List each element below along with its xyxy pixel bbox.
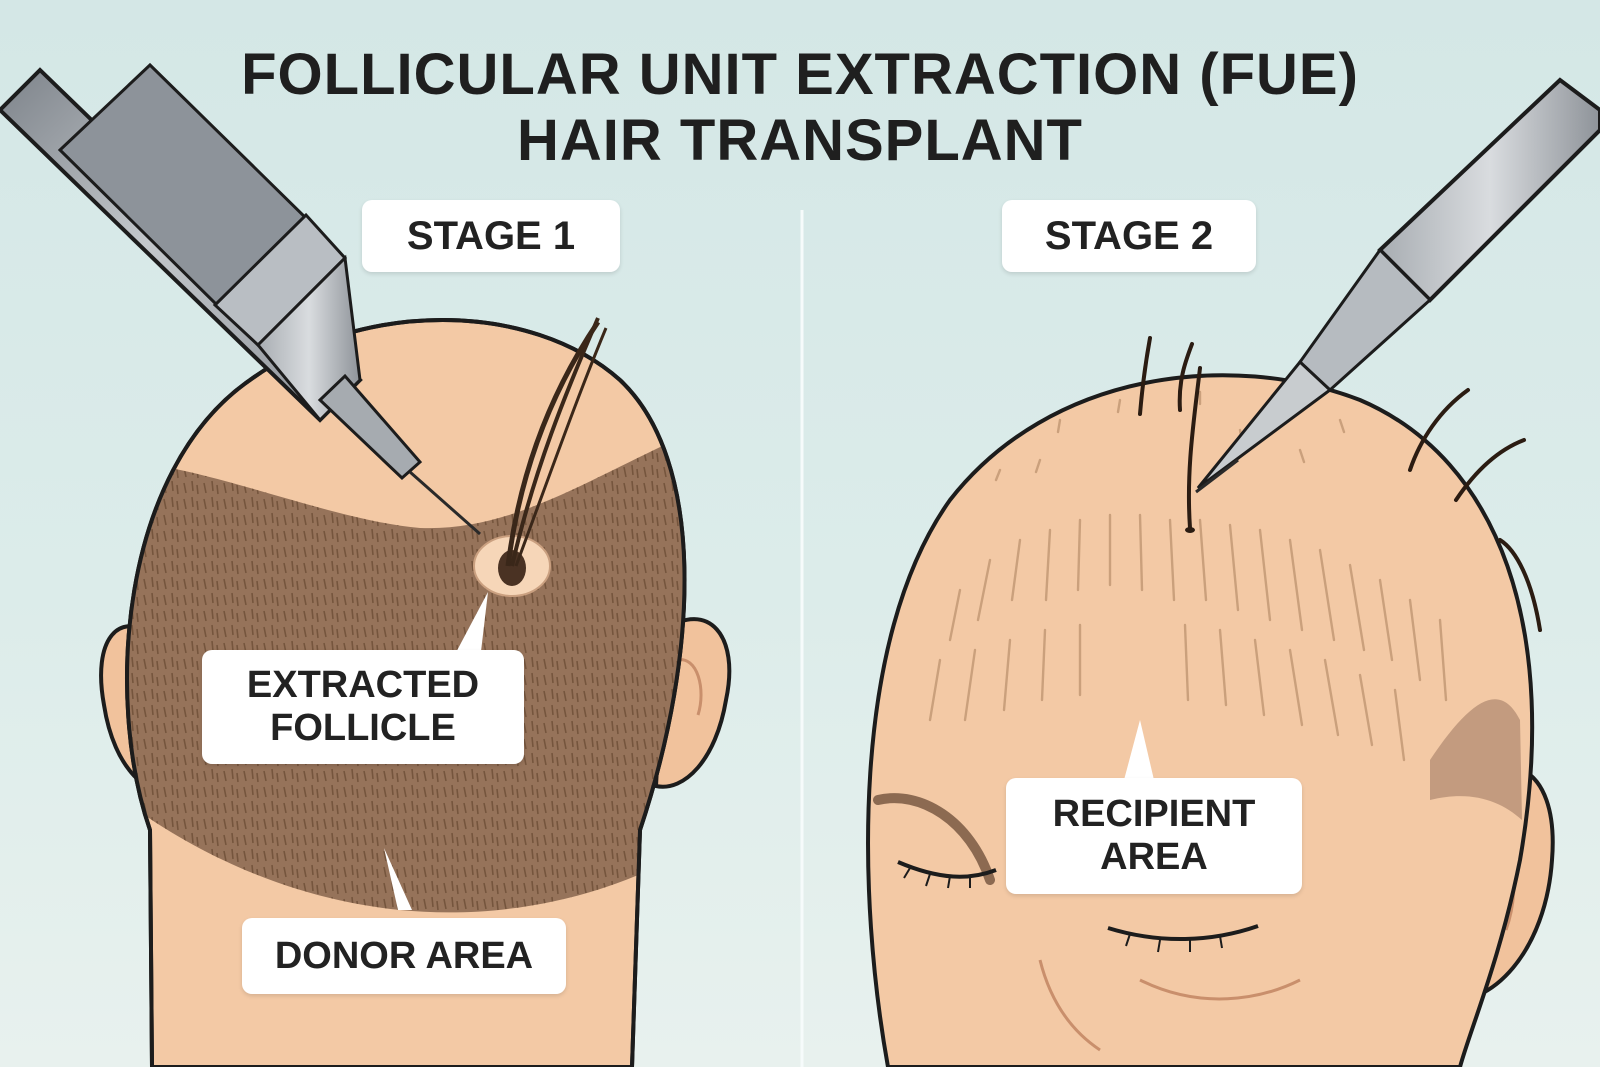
extracted-follicle-label-line-1: EXTRACTED	[247, 664, 479, 707]
stage-2-label: STAGE 2	[1002, 200, 1256, 272]
recipient-head-front-view	[868, 338, 1553, 1067]
recipient-area-label-line-2: AREA	[1100, 836, 1208, 879]
donor-area-label: DONOR AREA	[242, 918, 566, 994]
title-line-1: FOLLICULAR UNIT EXTRACTION (FUE)	[0, 46, 1600, 104]
extracted-follicle-label: EXTRACTED FOLLICLE	[202, 650, 524, 764]
extracted-follicle-label-line-2: FOLLICLE	[270, 707, 456, 750]
title-line-2: HAIR TRANSPLANT	[0, 112, 1600, 170]
recipient-area-label-line-1: RECIPIENT	[1053, 793, 1256, 836]
recipient-area-label: RECIPIENT AREA	[1006, 778, 1302, 894]
stage-1-label: STAGE 1	[362, 200, 620, 272]
